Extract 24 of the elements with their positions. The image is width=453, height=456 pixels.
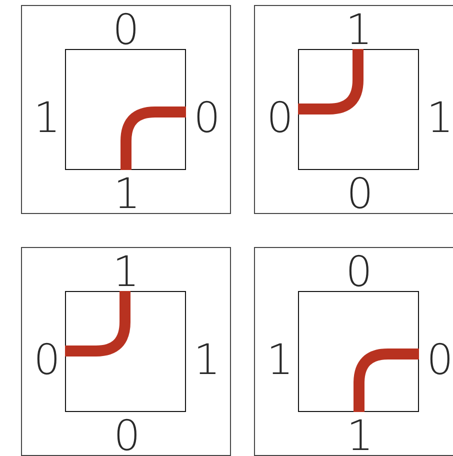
side-label: 0 bbox=[34, 339, 60, 381]
side-label: 1 bbox=[194, 339, 220, 381]
tile-frame bbox=[254, 5, 453, 214]
tile-square bbox=[65, 291, 186, 412]
tile-square bbox=[65, 49, 186, 170]
side-label: 0 bbox=[346, 251, 372, 293]
tile-frame bbox=[21, 247, 231, 456]
side-label: 0 bbox=[346, 173, 374, 215]
side-label: 1 bbox=[114, 173, 140, 215]
side-label: 0 bbox=[114, 415, 140, 456]
tile-frame bbox=[254, 247, 453, 456]
tile-square bbox=[298, 291, 419, 412]
side-label: 0 bbox=[266, 97, 294, 139]
tile-frame bbox=[21, 5, 231, 214]
side-label: 0 bbox=[194, 97, 220, 139]
side-label: 0 bbox=[112, 9, 140, 51]
side-label: 1 bbox=[346, 9, 372, 51]
side-label: 0 bbox=[426, 339, 453, 381]
side-label: 1 bbox=[266, 339, 294, 381]
side-label: 1 bbox=[426, 97, 453, 139]
side-label: 1 bbox=[34, 97, 60, 139]
side-label: 1 bbox=[112, 251, 140, 293]
side-label: 1 bbox=[346, 415, 374, 456]
tile-square bbox=[298, 49, 419, 170]
